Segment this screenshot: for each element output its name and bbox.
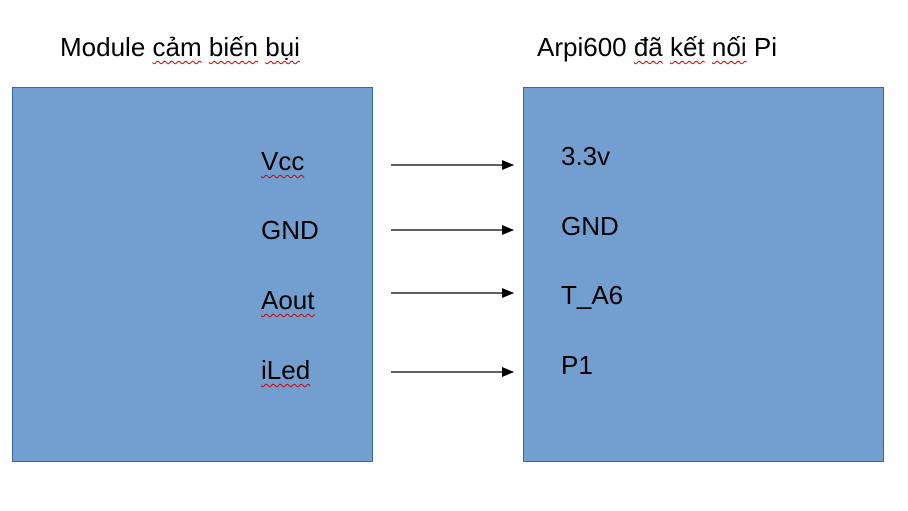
title-word: đã xyxy=(633,32,663,62)
arpi-pin-3v3: 3.3v xyxy=(561,141,611,171)
arpi-pin-gnd: GND xyxy=(561,211,619,241)
title-word: bụi xyxy=(265,32,300,62)
arpi-pin-p1: P1 xyxy=(561,350,593,380)
title-text: Module xyxy=(60,32,153,62)
title-word: kết xyxy=(670,32,705,62)
module-pin-gnd: GND xyxy=(261,215,319,245)
title-text: Arpi600 xyxy=(537,32,634,62)
sensor-module-box xyxy=(12,87,373,462)
title-word: nối xyxy=(711,32,747,62)
title-word: biến xyxy=(208,32,259,62)
title-word: cảm xyxy=(152,32,202,62)
module-pin-iled: iLed xyxy=(261,355,311,385)
title-text: Pi xyxy=(746,32,777,62)
module-title: Module cảm biến bụi xyxy=(60,30,300,64)
arpi-pin-t-a6: T_A6 xyxy=(561,280,624,310)
arpi600-box xyxy=(523,87,884,462)
module-pin-vcc: Vcc xyxy=(261,146,305,176)
module-pin-aout: Aout xyxy=(261,285,315,315)
arpi-title: Arpi600 đã kết nối Pi xyxy=(537,30,777,64)
